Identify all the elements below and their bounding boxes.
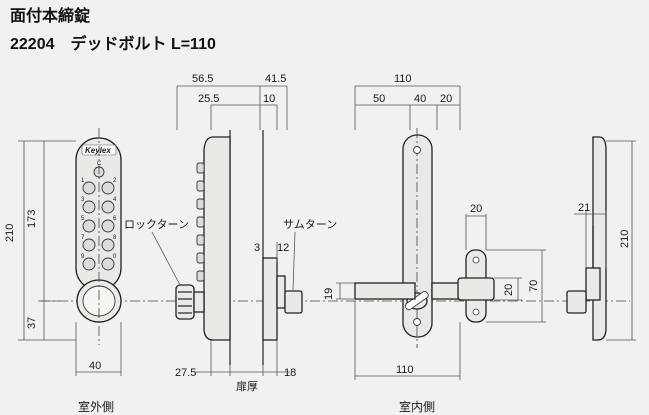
dim-40: 40 xyxy=(414,93,426,105)
side-button xyxy=(196,216,205,228)
label-door-thickness: 扉厚 xyxy=(236,380,258,393)
dim-110-top: 110 xyxy=(394,73,412,85)
right-side-view: 21 210 xyxy=(566,136,636,341)
keypad-button xyxy=(101,181,115,195)
dim-27-5: 27.5 xyxy=(175,367,196,379)
dim-37: 37 xyxy=(26,317,38,329)
keypad-button xyxy=(82,200,96,214)
keypad-key-label: 9 xyxy=(81,254,85,260)
keypad-key-label: 3 xyxy=(81,197,85,203)
side-button xyxy=(196,162,205,174)
dim-25-5: 25.5 xyxy=(198,93,219,105)
dim-173: 173 xyxy=(26,210,38,228)
keypad-key-label: 6 xyxy=(113,216,117,222)
keypad-button xyxy=(101,219,115,233)
side-button xyxy=(196,198,205,210)
dim-20-right: 20 xyxy=(503,284,515,296)
side-button xyxy=(196,234,205,246)
keypad-key-label: 5 xyxy=(81,216,85,222)
keypad-button xyxy=(101,257,115,271)
dim-50: 50 xyxy=(373,93,385,105)
dim-210-left: 210 xyxy=(4,224,16,242)
dim-19: 19 xyxy=(323,288,335,300)
keypad-key-label: 2 xyxy=(113,178,117,184)
keypad-buttons: 1 2 3 4 5 6 7 8 9 0 xyxy=(81,178,117,271)
label-outside: 室外側 xyxy=(78,399,114,414)
label-lock-turn: ロックターン xyxy=(124,218,189,231)
label-thumb-turn: サムターン xyxy=(283,218,337,231)
keypad-button xyxy=(82,238,96,252)
dim-10: 10 xyxy=(263,93,275,105)
lock-turn-knob xyxy=(175,284,195,320)
thumb-turn-knob xyxy=(284,290,303,314)
dim-3: 3 xyxy=(254,242,260,254)
label-inside: 室内側 xyxy=(399,399,435,414)
dim-110-bottom: 110 xyxy=(396,364,414,376)
inside-front-view: 110 50 40 20 20 20 70 xyxy=(323,73,546,380)
keypad-key-label: 7 xyxy=(81,235,85,241)
dim-12: 12 xyxy=(277,242,289,254)
keypad-key-label: 1 xyxy=(81,178,85,184)
left-height-dimensions: 210 173 37 xyxy=(4,140,76,341)
side-button xyxy=(196,252,205,264)
dim-21: 21 xyxy=(578,202,590,214)
dim-20-top: 20 xyxy=(440,93,452,105)
dim-41-5: 41.5 xyxy=(265,73,286,85)
outside-keypad-front-view: Keylex C 1 2 3 4 5 6 7 8 9 0 40 xyxy=(75,128,122,376)
dim-70: 70 xyxy=(528,280,540,292)
drawing-title: 面付本締錠 xyxy=(10,6,90,25)
dim-56-5: 56.5 xyxy=(192,73,213,85)
keypad-button xyxy=(82,219,96,233)
drawing-subtitle: 22204 デッドボルト L=110 xyxy=(10,34,216,53)
side-button xyxy=(196,180,205,192)
side-buttons xyxy=(196,162,205,282)
side-button xyxy=(196,270,205,282)
keypad-button xyxy=(101,200,115,214)
keypad-button xyxy=(82,257,96,271)
keypad-key-label: 4 xyxy=(113,197,117,203)
keypad-key-label: 8 xyxy=(113,235,117,241)
keypad-key-c: C xyxy=(97,161,102,167)
keypad-button xyxy=(101,238,115,252)
keypad-brand: Keylex xyxy=(85,146,111,155)
dim-18: 18 xyxy=(284,367,296,379)
keypad-button xyxy=(82,181,96,195)
dim-210-right: 210 xyxy=(619,230,631,248)
dim-40-bottom: 40 xyxy=(89,360,101,372)
side-section-view: 56.5 25.5 41.5 10 ロックターン サムターン xyxy=(124,73,337,393)
keypad-key-label: 0 xyxy=(113,254,117,260)
dim-20-bracket: 20 xyxy=(470,203,482,215)
deadbolt xyxy=(354,282,416,300)
